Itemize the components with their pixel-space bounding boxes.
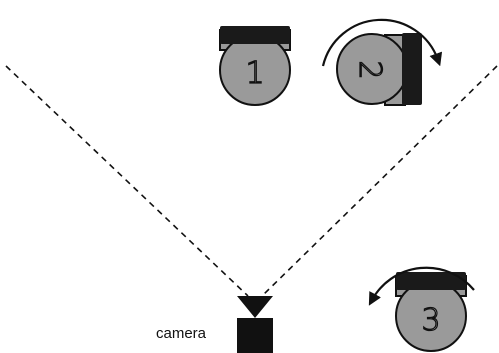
robot-3-number: 3 <box>421 303 440 338</box>
camera-label: camera <box>156 325 207 342</box>
robot-2: 2 <box>336 33 422 106</box>
rotation-arrow-2 <box>321 18 443 67</box>
robot-2-number: 2 <box>352 60 387 79</box>
robot-1-number: 1 <box>245 56 264 91</box>
robot-3: 3 <box>395 272 467 352</box>
fov-line-left <box>5 65 249 297</box>
camera-icon <box>237 296 273 353</box>
rotation-arrow-3 <box>368 266 475 306</box>
robot-1: 1 <box>219 26 291 106</box>
